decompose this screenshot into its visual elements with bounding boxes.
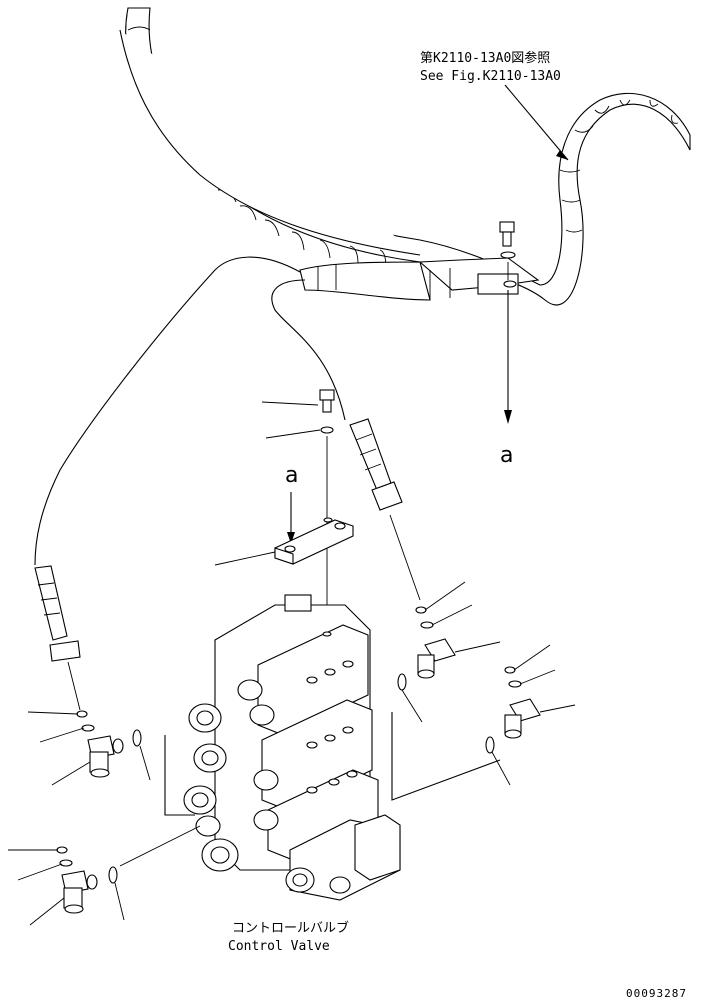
- component-label-english: Control Valve: [228, 939, 330, 954]
- connector-left-sleeve: [34, 565, 81, 662]
- marker-a-left: a: [285, 463, 298, 488]
- connector-right-sleeve: [349, 418, 403, 511]
- bolt-top: [499, 221, 516, 280]
- elbow-fitting-left-lower: [61, 870, 98, 914]
- reference-label-english: See Fig.K2110-13A0: [420, 69, 561, 84]
- reference-label-japanese: 第K2110-13A0図参照: [420, 50, 550, 66]
- control-valve: [183, 594, 401, 901]
- document-number: 00093287: [626, 987, 687, 1000]
- elbow-fitting-right-lower: [504, 698, 541, 739]
- marker-a-top: a: [500, 443, 513, 468]
- elbow-fitting-right-upper: [417, 638, 456, 679]
- elbow-fitting-left-upper: [87, 735, 124, 778]
- component-label-japanese: コントロールバルブ: [232, 920, 349, 936]
- bracket: [274, 517, 354, 565]
- wire-harness: [34, 7, 691, 566]
- bolt-center: [319, 389, 335, 434]
